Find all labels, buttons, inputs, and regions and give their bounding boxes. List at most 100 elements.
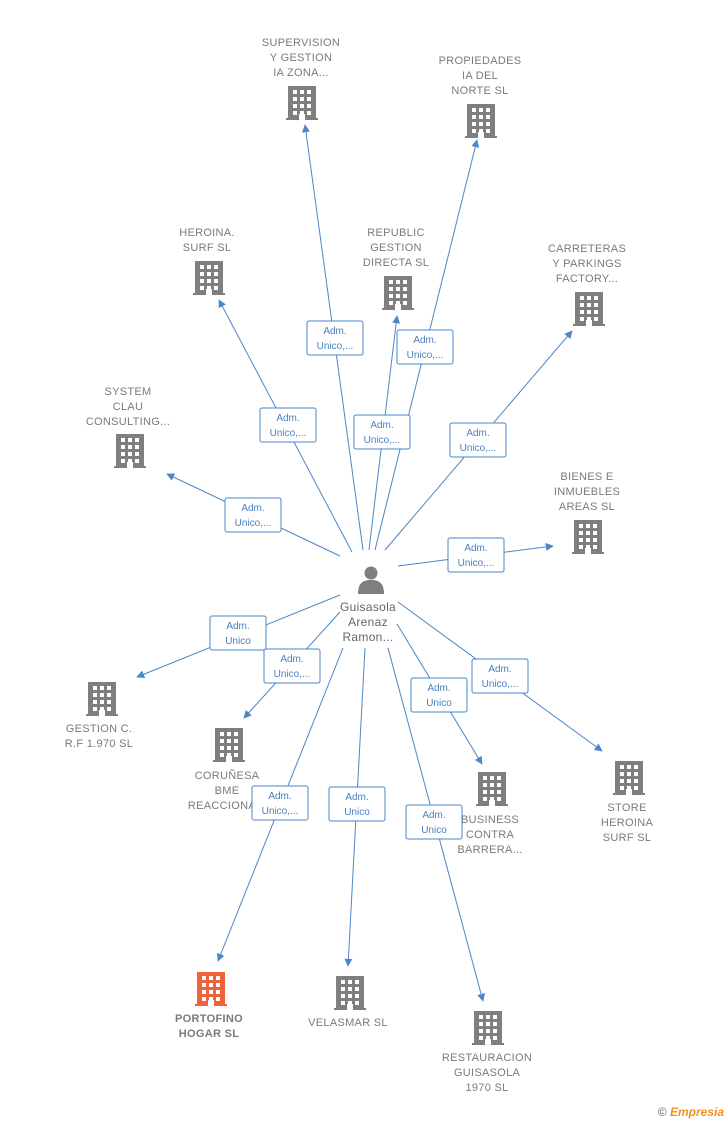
edge-label-heroina-surf[interactable]: Adm. Unico,... bbox=[259, 407, 317, 443]
edge-label-bienes[interactable]: Adm. Unico,... bbox=[447, 537, 505, 573]
edge-label-line: Adm. bbox=[466, 428, 489, 439]
company-name-line: BIENES E bbox=[560, 471, 613, 483]
center-node[interactable]: GuisasolaArenazRamon... bbox=[340, 566, 396, 645]
edge-label-velasmar[interactable]: Adm.Unico bbox=[328, 786, 386, 822]
building-icon[interactable] bbox=[334, 976, 366, 1010]
edge-label-line: Adm. bbox=[422, 810, 445, 821]
edge-label-line: Unico,... bbox=[270, 428, 307, 439]
building-icon[interactable] bbox=[213, 728, 245, 762]
edge-label-business[interactable]: Adm.Unico bbox=[410, 677, 468, 713]
company-name-line: CONTRA bbox=[466, 829, 515, 841]
company-name-line: REPUBLIC bbox=[367, 227, 424, 239]
person-icon[interactable] bbox=[358, 566, 384, 595]
company-node-carreteras[interactable]: CARRETERAS Y PARKINGS FACTORY... bbox=[548, 243, 626, 326]
company-node-heroina-surf[interactable]: HEROINA.SURF SL bbox=[179, 227, 235, 295]
company-name-line: CORUÑESA bbox=[195, 769, 260, 782]
edge-label-republic[interactable]: Adm.Unico,... bbox=[353, 414, 411, 450]
edge-label-line: Unico,... bbox=[317, 341, 354, 352]
building-icon[interactable] bbox=[195, 972, 227, 1006]
edge-label-system-clau[interactable]: Adm.Unico,... bbox=[224, 497, 282, 533]
company-name-line: CARRETERAS bbox=[548, 243, 626, 255]
edge-label-line: Adm. bbox=[345, 792, 368, 803]
company-name-line: GESTION C. bbox=[66, 723, 133, 735]
edge-label-line: Unico,... bbox=[364, 435, 401, 446]
company-name-line: Y PARKINGS bbox=[552, 258, 621, 270]
copyright-symbol: © bbox=[657, 1105, 667, 1119]
building-icon[interactable] bbox=[114, 434, 146, 468]
company-name-line: IA ZONA... bbox=[273, 67, 329, 79]
company-name-line: PORTOFINO bbox=[175, 1013, 243, 1025]
company-name-line: SURF SL bbox=[183, 242, 232, 254]
edge-label-line: Adm. bbox=[226, 621, 249, 632]
company-node-propiedades[interactable]: PROPIEDADES IA DEL NORTE SL bbox=[439, 55, 522, 138]
edge-label-line: Unico bbox=[421, 825, 447, 836]
edge-label-restauracion[interactable]: Adm. Unico bbox=[405, 804, 463, 840]
edge-label-line: Unico bbox=[426, 698, 452, 709]
edge-label-line: Unico,... bbox=[274, 669, 311, 680]
building-icon[interactable] bbox=[382, 276, 414, 310]
edge-label-line: Adm. bbox=[268, 791, 291, 802]
company-node-gestion-c[interactable]: GESTION C.R.F 1.970 SL bbox=[65, 682, 133, 750]
company-node-business[interactable]: BUSINESS CONTRA BARRERA... bbox=[457, 772, 522, 856]
person-name-line: Ramon... bbox=[342, 630, 393, 644]
edge-label-line: Adm. bbox=[464, 543, 487, 554]
company-node-velasmar[interactable]: VELASMAR SL bbox=[308, 976, 388, 1029]
edge-label-supervision[interactable]: Adm.Unico,... bbox=[306, 320, 364, 356]
company-node-system-clau[interactable]: SYSTEMCLAUCONSULTING... bbox=[86, 386, 170, 468]
edge-label-store[interactable]: Adm.Unico,... bbox=[471, 658, 529, 694]
edge-label-propiedades[interactable]: Adm. Unico,... bbox=[396, 329, 454, 365]
edge-label-line: Unico,... bbox=[262, 806, 299, 817]
nodes-layer: SUPERVISION Y GESTION IA ZONA... PROPIEDADE… bbox=[65, 37, 654, 1094]
building-icon[interactable] bbox=[476, 772, 508, 806]
building-icon[interactable] bbox=[286, 86, 318, 120]
building-icon[interactable] bbox=[613, 761, 645, 795]
edge-labels-layer: Adm. Unico,... Adm. Unico,... Adm. Unico,... A… bbox=[209, 320, 529, 840]
edge-label-line: Unico,... bbox=[460, 443, 497, 454]
company-name-line: SURF SL bbox=[603, 832, 652, 844]
building-icon[interactable] bbox=[86, 682, 118, 716]
edge-label-line: Adm. bbox=[413, 335, 436, 346]
company-node-republic[interactable]: REPUBLIC GESTION DIRECTA SL bbox=[363, 227, 429, 310]
person-name-line: Arenaz bbox=[348, 615, 388, 629]
building-icon[interactable] bbox=[572, 520, 604, 554]
edge-label-portofino[interactable]: Adm. Unico,... bbox=[251, 785, 309, 821]
copyright-footer: © Empresia bbox=[658, 1105, 724, 1119]
company-name-line: NORTE SL bbox=[451, 85, 508, 97]
edge-label-corunesa[interactable]: Adm.Unico,... bbox=[263, 648, 321, 684]
building-icon[interactable] bbox=[193, 261, 225, 295]
company-name-line: CLAU bbox=[113, 401, 144, 413]
company-name-line: FACTORY... bbox=[556, 273, 618, 285]
company-name-line: HEROINA bbox=[601, 817, 654, 829]
company-node-corunesa[interactable]: CORUÑESABMEREACCIONA... bbox=[188, 728, 266, 812]
company-name-line: GESTION bbox=[370, 242, 422, 254]
company-name-line: PROPIEDADES bbox=[439, 55, 522, 67]
company-name-line: Y GESTION bbox=[270, 52, 332, 64]
building-icon[interactable] bbox=[465, 104, 497, 138]
company-name-line: GUISASOLA bbox=[454, 1067, 521, 1079]
edge-label-line: Unico,... bbox=[458, 558, 495, 569]
company-name-line: IA DEL bbox=[462, 70, 498, 82]
edge-label-gestion-c[interactable]: Adm. Unico bbox=[209, 615, 267, 651]
company-name-line: DIRECTA SL bbox=[363, 257, 429, 269]
company-name-line: REACCIONA... bbox=[188, 800, 266, 812]
edge-label-line: Unico,... bbox=[235, 518, 272, 529]
edge-label-line: Adm. bbox=[276, 413, 299, 424]
edge-label-line: Unico,... bbox=[407, 350, 444, 361]
building-icon[interactable] bbox=[573, 292, 605, 326]
company-name-line: SUPERVISION bbox=[262, 37, 340, 49]
edge-label-line: Unico bbox=[225, 636, 251, 647]
edge-label-carreteras[interactable]: Adm. Unico,... bbox=[449, 422, 507, 458]
company-node-supervision[interactable]: SUPERVISION Y GESTION IA ZONA... bbox=[262, 37, 340, 120]
brand-logo[interactable]: Empresia bbox=[669, 1105, 724, 1119]
company-name-line: SYSTEM bbox=[104, 386, 151, 398]
company-name-line: BARRERA... bbox=[457, 844, 522, 856]
company-name-line: BUSINESS bbox=[461, 814, 519, 826]
edge-label-line: Adm. bbox=[488, 664, 511, 675]
company-name-line: AREAS SL bbox=[559, 501, 615, 513]
building-icon[interactable] bbox=[472, 1011, 504, 1045]
